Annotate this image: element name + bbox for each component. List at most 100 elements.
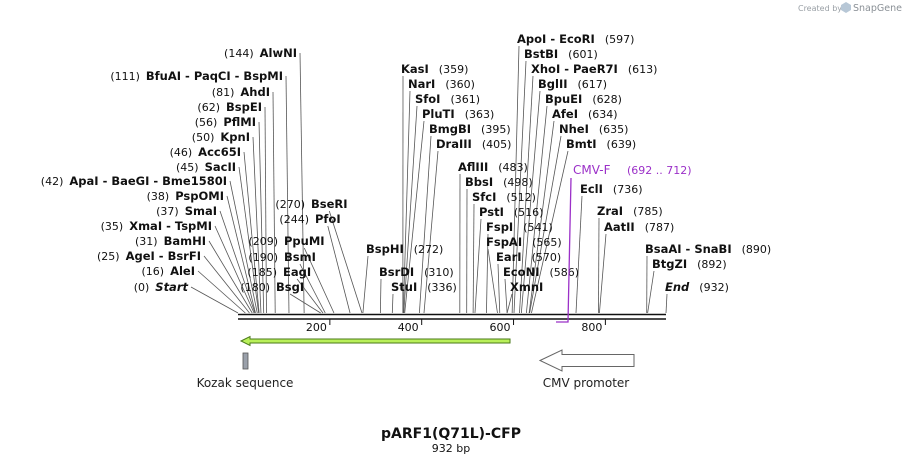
leader-line	[219, 210, 256, 314]
cut-site-position: (190)	[248, 251, 278, 264]
leader-line	[472, 203, 475, 314]
cut-site-position: (81)	[212, 86, 235, 99]
leader-line	[285, 75, 290, 314]
leader-line	[665, 293, 668, 314]
cut-site-name: BglII	[538, 77, 568, 91]
cut-site-name: NheI	[559, 122, 589, 136]
cut-site-name: PflMI	[223, 115, 256, 129]
cut-site-name: SmaI	[185, 204, 217, 218]
cut-site-name: AflIII	[458, 160, 488, 174]
cut-site-name: NarI	[408, 77, 435, 91]
cut-site-position: (35)	[101, 220, 124, 233]
cut-site-name: Acc65I	[198, 145, 241, 159]
credit-brand: SnapGene	[853, 3, 902, 14]
cut-site-name: BspHI	[366, 242, 404, 256]
primer-name: CMV-F	[573, 163, 611, 177]
cut-site-position: (359)	[439, 63, 469, 76]
cut-site-position: (46)	[170, 146, 193, 159]
credit: Created by SnapGene	[798, 2, 902, 14]
cut-site-position: (209)	[248, 235, 278, 248]
leader-line	[531, 150, 569, 314]
cut-site-position: (111)	[110, 70, 140, 83]
feature-kozak[interactable]: Kozak sequence	[197, 352, 294, 390]
cut-site-position: (635)	[599, 123, 629, 136]
sequence-line	[238, 313, 666, 320]
cut-site-position: (144)	[224, 47, 254, 60]
cut-site-name: BtgZI	[652, 257, 687, 271]
cut-site-position: (613)	[628, 63, 658, 76]
cut-site-name: BmtI	[566, 137, 597, 151]
cut-site-position: (270)	[275, 198, 305, 211]
cut-site-name: End	[665, 280, 690, 294]
leader-line	[299, 52, 305, 314]
leader-line	[327, 225, 351, 314]
cut-site-position: (185)	[247, 266, 277, 279]
cut-site-position: (516)	[514, 206, 544, 219]
cut-site-name: KasI	[401, 62, 429, 76]
cut-site-position: (42)	[41, 175, 64, 188]
cut-site-labels: (144)AlwNI(111)BfuAI - PaqCI - BspMI(81)…	[41, 32, 771, 294]
ruler-tick-label: 400	[398, 321, 419, 334]
cut-site-position: (45)	[176, 161, 199, 174]
cut-site-position: (932)	[699, 281, 729, 294]
leader-line	[208, 240, 253, 314]
cut-site-name: AhdI	[240, 85, 270, 99]
cut-site-name: PluTI	[422, 107, 455, 121]
cut-site-name: Start	[155, 280, 188, 294]
leader-line	[513, 60, 527, 314]
leader-line	[506, 293, 513, 314]
cut-site-position: (570)	[532, 251, 562, 264]
leader-line	[402, 90, 411, 314]
leader-line	[418, 135, 432, 314]
cut-site-position: (892)	[697, 258, 727, 271]
cut-site-name: KpnI	[220, 130, 250, 144]
ruler-tick-label: 200	[306, 321, 327, 334]
cut-site-position: (31)	[135, 235, 158, 248]
ruler-tick-label: 800	[581, 321, 602, 334]
cmv-promoter-label: CMV promoter	[543, 376, 630, 390]
leader-line	[238, 166, 260, 314]
cut-site-name: EcoNI	[503, 265, 539, 279]
cut-site-position: (785)	[633, 205, 663, 218]
leader-line	[190, 286, 239, 314]
leader-line	[403, 105, 418, 314]
cut-site-name: PpuMI	[284, 234, 325, 248]
cut-site-name: AleI	[170, 264, 195, 278]
map-title: pARF1(Q71L)-CFP	[381, 426, 521, 442]
cut-site-position: (565)	[532, 236, 562, 249]
cut-site-position: (38)	[147, 190, 170, 203]
cut-site-name: FspAI	[486, 235, 522, 249]
cut-site-name: BsmI	[284, 250, 316, 264]
cut-site-name: SacII	[205, 160, 236, 174]
leader-line	[647, 270, 655, 314]
cut-site-name: ApoI - EcoRI	[517, 32, 595, 46]
cut-site-position: (541)	[523, 221, 553, 234]
leader-line	[474, 218, 482, 314]
cds-arrow[interactable]	[239, 335, 511, 347]
cut-site-name: BseRI	[311, 197, 348, 211]
map-length: 932 bp	[432, 442, 470, 455]
cut-site-position: (736)	[613, 183, 643, 196]
cut-site-position: (634)	[588, 108, 618, 121]
cut-site-position: (360)	[445, 78, 475, 91]
leader-line	[303, 247, 335, 314]
leader-line	[362, 255, 369, 314]
primer-cmv-f[interactable]: CMV-F (692 .. 712)	[556, 163, 692, 323]
feature-cmv-promoter[interactable]: CMV promoter	[538, 349, 635, 390]
kozak-label: Kozak sequence	[197, 376, 294, 390]
cut-site-position: (601)	[568, 48, 598, 61]
cut-site-position: (628)	[592, 93, 622, 106]
cut-site-name: FspI	[486, 220, 513, 234]
leader-line	[299, 263, 326, 314]
cut-site-name: XmnI	[510, 280, 543, 294]
cut-site-position: (890)	[742, 243, 772, 256]
leader-line	[264, 106, 267, 314]
cut-site-position: (405)	[482, 138, 512, 151]
snapgene-logo-icon	[841, 2, 851, 13]
cut-site-position: (361)	[450, 93, 480, 106]
cut-site-name: EarI	[496, 250, 522, 264]
cut-site-position: (62)	[197, 101, 220, 114]
leader-line	[486, 233, 489, 314]
